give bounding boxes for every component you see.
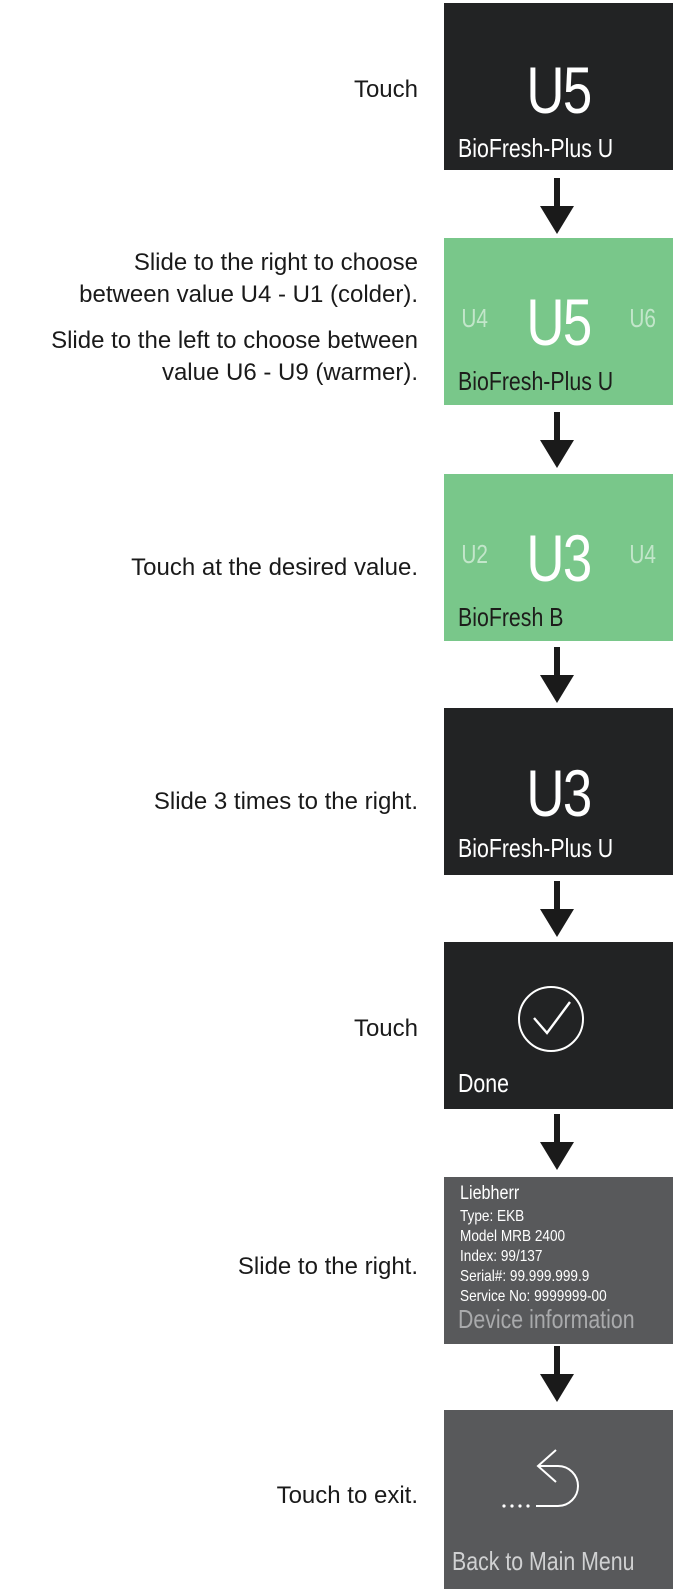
info-index: Index: 99/137 <box>460 1248 543 1265</box>
instruction-text: Touch <box>353 1015 418 1042</box>
display-label: BioFresh-Plus U <box>458 133 614 163</box>
step-6-instruction: Slide to the right. <box>238 1251 418 1283</box>
display-label: Back to Main Menu <box>452 1546 635 1576</box>
step-5-instruction: Touch <box>354 1013 418 1045</box>
down-arrow-icon <box>540 647 574 703</box>
step-4-instruction: Slide 3 times to the right. <box>154 786 418 818</box>
display-label: BioFresh B <box>458 602 564 632</box>
next-value[interactable]: U4 <box>629 539 656 569</box>
instruction-text: Touch to exit. <box>276 1482 418 1509</box>
display-label: Device information <box>458 1304 635 1334</box>
display-u3-panel[interactable]: U3 BioFresh-Plus U <box>444 708 673 875</box>
display-u5-panel[interactable]: U5 BioFresh-Plus U <box>444 3 673 170</box>
back-arrow-icon[interactable] <box>498 1444 598 1514</box>
checkmark-circle-icon[interactable] <box>516 984 586 1054</box>
back-to-main-menu-panel[interactable]: Back to Main Menu <box>444 1410 673 1589</box>
instruction-text: between value U4 - U1 (colder). <box>79 281 418 308</box>
down-arrow-icon <box>540 1114 574 1170</box>
display-value: U5 <box>526 285 592 359</box>
display-value: U5 <box>526 53 592 127</box>
down-arrow-icon <box>540 881 574 937</box>
instruction-text: value U6 - U9 (warmer). <box>161 359 418 386</box>
down-arrow-icon <box>540 178 574 234</box>
step-2-instruction: Slide to the right to choose between val… <box>51 247 418 389</box>
instruction-text: Slide to the right to choose <box>133 249 418 276</box>
down-arrow-icon <box>540 412 574 468</box>
done-panel[interactable]: Done <box>444 942 673 1109</box>
info-type: Type: EKB <box>460 1208 525 1225</box>
step-3-instruction: Touch at the desired value. <box>131 552 418 584</box>
display-label: BioFresh-Plus U <box>458 366 614 396</box>
prev-value[interactable]: U4 <box>461 303 488 333</box>
display-label: Done <box>458 1068 509 1098</box>
info-service: Service No: 9999999-00 <box>460 1288 607 1305</box>
value-select-panel[interactable]: U2 U3 U4 BioFresh B <box>444 474 673 641</box>
device-info-panel[interactable]: Liebherr Type: EKB Model MRB 2400 Index:… <box>444 1177 673 1344</box>
next-value[interactable]: U6 <box>629 303 656 333</box>
value-slider-panel[interactable]: U4 U5 U6 BioFresh-Plus U <box>444 238 673 405</box>
brand-name: Liebherr <box>460 1183 520 1204</box>
instruction-text: Touch at the desired value. <box>131 554 418 581</box>
info-serial: Serial#: 99.999.999.9 <box>460 1268 590 1285</box>
step-1-instruction: Touch <box>354 74 418 106</box>
prev-value[interactable]: U2 <box>461 539 488 569</box>
instruction-text: Slide to the right. <box>237 1253 418 1280</box>
instruction-text: Slide to the left to choose between <box>51 327 418 354</box>
display-value: U3 <box>526 756 592 830</box>
display-label: BioFresh-Plus U <box>458 833 614 863</box>
info-model: Model MRB 2400 <box>460 1228 566 1245</box>
step-7-instruction: Touch to exit. <box>277 1480 418 1512</box>
instruction-text: Touch <box>353 76 418 103</box>
down-arrow-icon <box>540 1346 574 1402</box>
display-value[interactable]: U3 <box>526 521 592 595</box>
instruction-text: Slide 3 times to the right. <box>153 788 418 815</box>
